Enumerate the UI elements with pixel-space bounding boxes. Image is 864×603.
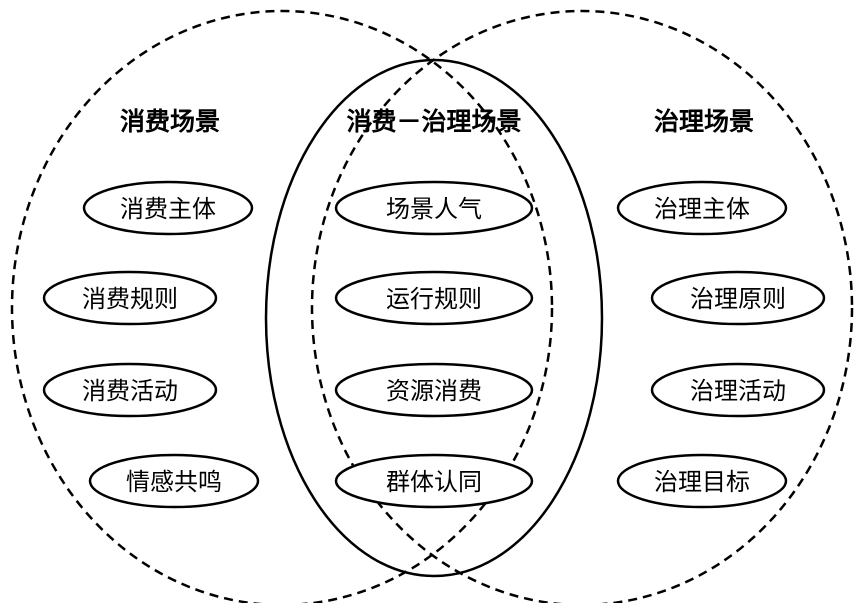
item-label: 情感共鸣 bbox=[126, 468, 222, 496]
governance-item-3: 治理活动 bbox=[650, 362, 826, 418]
governance-item-4: 治理目标 bbox=[616, 453, 788, 509]
governance-scene-circle bbox=[310, 9, 854, 603]
item-label: 消费活动 bbox=[82, 377, 178, 405]
consumption-item-4: 情感共鸣 bbox=[88, 453, 260, 509]
item-label: 治理主体 bbox=[654, 195, 750, 223]
governance-item-1: 治理主体 bbox=[616, 180, 788, 236]
item-label: 治理原则 bbox=[690, 285, 786, 313]
consumption-governance-scene-title: 消费－治理场景 bbox=[346, 107, 521, 136]
consumption-item-2: 消费规则 bbox=[42, 270, 218, 326]
item-label: 运行规则 bbox=[386, 285, 482, 313]
consumption-scene-title: 消费场景 bbox=[120, 107, 220, 136]
item-label: 资源消费 bbox=[386, 377, 482, 405]
center-item-3: 资源消费 bbox=[334, 362, 534, 418]
consumption-item-3: 消费活动 bbox=[42, 362, 218, 418]
center-item-2: 运行规则 bbox=[334, 270, 534, 326]
governance-scene-title: 治理场景 bbox=[654, 107, 754, 136]
item-label: 治理目标 bbox=[654, 468, 750, 496]
center-item-1: 场景人气 bbox=[334, 180, 534, 236]
item-label: 消费规则 bbox=[82, 285, 178, 313]
consumption-governance-ellipse bbox=[264, 58, 604, 578]
item-label: 群体认同 bbox=[386, 468, 482, 496]
item-label: 治理活动 bbox=[690, 377, 786, 405]
consumption-item-1: 消费主体 bbox=[82, 180, 254, 236]
item-label: 消费主体 bbox=[120, 195, 216, 223]
governance-item-2: 治理原则 bbox=[650, 270, 826, 326]
center-item-4: 群体认同 bbox=[334, 453, 534, 509]
item-label: 场景人气 bbox=[386, 195, 482, 223]
consumption-scene-circle bbox=[10, 9, 554, 603]
